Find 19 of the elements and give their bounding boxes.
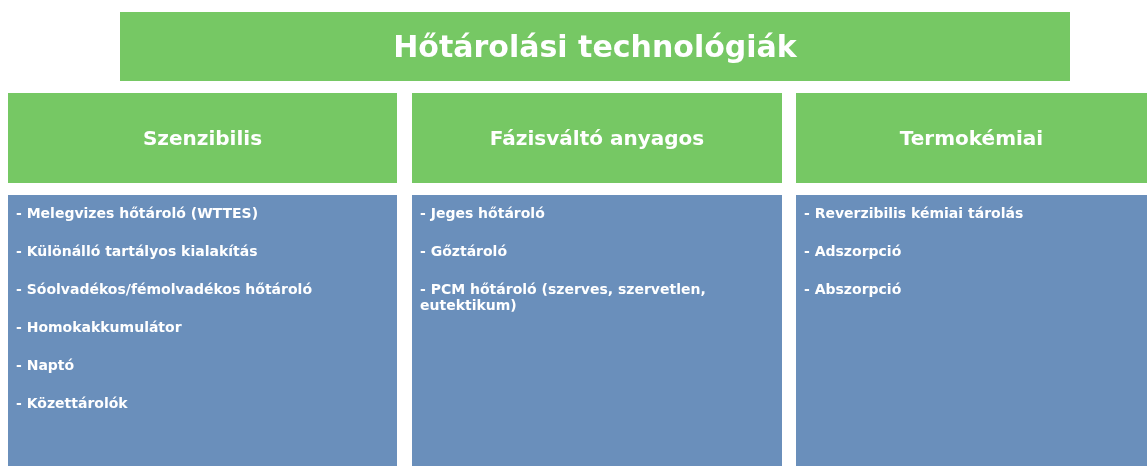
title-banner: Hőtárolási technológiák xyxy=(120,12,1070,81)
list-item: - PCM hőtároló (szerves, szervetlen, eutektikum) xyxy=(420,281,707,314)
list-item: - Homokakkumulátor xyxy=(16,319,183,336)
list-item: - Gőztároló xyxy=(420,243,509,260)
category-header: Termokémiai xyxy=(796,93,1147,183)
list-item: - Reverzibilis kémiai tárolás xyxy=(804,205,1025,222)
item-list-panel xyxy=(796,195,1147,466)
category-header: Fázisváltó anyagos xyxy=(412,93,782,183)
item-list-panel xyxy=(412,195,782,466)
list-item: - Sóolvadékos/fémolvadékos hőtároló xyxy=(16,281,313,298)
list-item: - Közettárolók xyxy=(16,395,129,412)
list-item: - Melegvizes hőtároló (WTTES) xyxy=(16,205,260,222)
list-item: - Adszorpció xyxy=(804,243,903,260)
list-item: - Naptó xyxy=(16,357,76,374)
category-header: Szenzibilis xyxy=(8,93,397,183)
list-item: - Abszorpció xyxy=(804,281,903,298)
list-item: - Különálló tartályos kialakítás xyxy=(16,243,259,260)
item-list-panel xyxy=(8,195,397,466)
list-item: - Jeges hőtároló xyxy=(420,205,546,222)
